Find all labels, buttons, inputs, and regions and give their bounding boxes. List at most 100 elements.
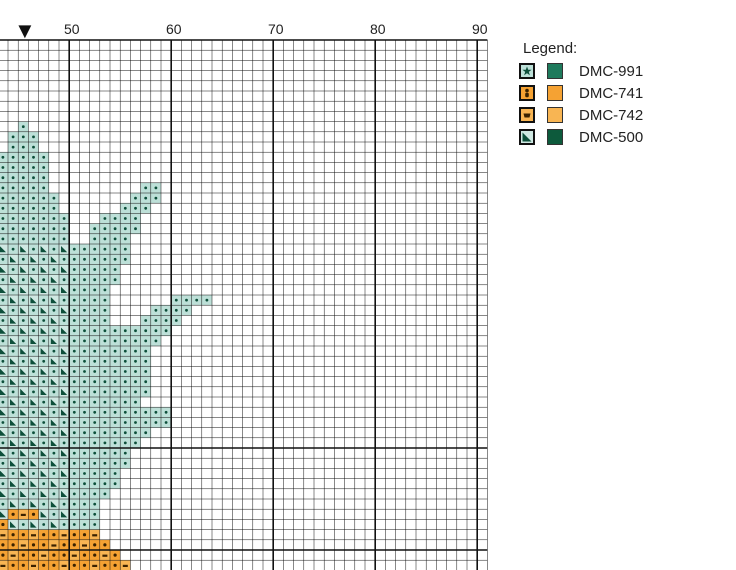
stitch-symbol [30,521,37,528]
stitch-symbol [52,512,56,516]
stitch-symbol [0,534,6,537]
stitch-symbol [144,359,148,363]
stitch-symbol [83,523,86,526]
stitch-symbol [103,349,107,353]
stitch-symbol [123,461,127,465]
stitch-symbol [62,441,66,445]
stitch-symbol [40,307,47,314]
stitch-symbol [40,246,47,253]
stitch-symbol [10,439,17,446]
stitch-symbol [144,206,148,210]
stitch-symbol [164,308,168,312]
green-stitch [28,315,39,326]
stitch-symbol [62,298,66,302]
stitch-symbol [123,237,127,241]
stitch-symbol [103,451,107,455]
pattern-grid [0,39,488,570]
stitch-symbol [93,329,97,333]
stitch-symbol [93,482,97,486]
stitch-symbol [50,501,57,508]
stitch-symbol [1,359,5,363]
stitch-symbol [52,472,56,475]
stitch-symbol [93,370,97,373]
legend-row-dmc-991: DMC-991 [519,60,719,82]
stitch-symbol [10,521,17,528]
stitch-symbol [0,368,6,375]
stitch-symbol [72,421,76,424]
stitch-symbol [93,359,97,363]
stitch-symbol [174,298,178,302]
stitch-symbol [134,431,137,435]
legend-label: DMC-742 [579,106,644,124]
stitch-symbol [1,237,5,241]
stitch-symbol [93,257,97,261]
stitch-symbol [113,370,117,373]
stitch-symbol [62,400,66,404]
stitch-symbol [11,349,15,353]
stitch-symbol [93,308,97,312]
stitch-symbol [0,287,6,293]
stitch-symbol [113,563,117,567]
stitch-symbol [10,554,16,557]
stitch-symbol [31,543,36,547]
stitch-symbol [20,266,27,273]
stitch-symbol [103,441,107,445]
stitch-symbol [20,470,27,477]
stitch-symbol [144,421,148,424]
stitch-symbol [103,237,107,241]
stitch-symbol [62,523,66,526]
stitch-symbol [83,410,86,414]
stitch-symbol [21,400,25,404]
stitch-symbol [30,419,37,426]
stitch-symbol [20,490,27,497]
stitch-symbol [21,227,25,231]
stitch-symbol [144,380,148,384]
stitch-symbol [62,502,66,506]
stitch-symbol [93,553,97,557]
stitch-symbol [62,421,66,424]
stitch-symbol [32,268,35,271]
stitch-symbol [52,308,56,312]
stitch-symbol [93,380,97,384]
stitch-symbol [83,329,86,333]
stitch-symbol [42,421,46,424]
stitch-symbol [61,409,68,416]
stitch-symbol [42,441,46,445]
stitch-symbol [30,337,37,344]
stitch-symbol [113,431,117,435]
green-stitch [18,386,29,397]
stitch-symbol [185,298,188,302]
stitch-symbol [32,166,35,169]
stitch-symbol [62,553,66,557]
stitch-symbol [134,410,137,414]
stitch-symbol [113,339,117,343]
ruler-label-50: 50 [64,21,80,37]
stitch-symbol [113,217,117,220]
stitch-symbol [72,441,76,445]
stitch-symbol [154,339,158,343]
stitch-symbol [21,523,25,526]
stitch-symbol [11,237,15,241]
stitch-symbol [30,256,37,263]
green-stitch [18,366,29,377]
stitch-symbol [61,490,68,497]
stitch-symbol [42,155,46,159]
stitch-symbol [61,534,67,537]
stitch-symbol [32,227,35,231]
stitch-symbol [52,390,56,394]
stitch-symbol [42,206,46,210]
stitch-symbol [0,266,6,273]
green-stitch [18,468,29,479]
stitch-symbol [32,186,35,190]
green-stitch [48,254,59,265]
green-stitch [0,305,8,316]
stitch-symbol [30,460,37,467]
stitch-symbol [93,441,97,445]
stitch-symbol [21,339,25,343]
stitch-symbol [123,359,127,363]
stitch-symbol [21,278,25,282]
stitch-symbol [20,286,27,293]
stitch-symbol [21,206,25,210]
stitch-symbol [62,380,66,384]
stitch-symbol [10,297,17,304]
